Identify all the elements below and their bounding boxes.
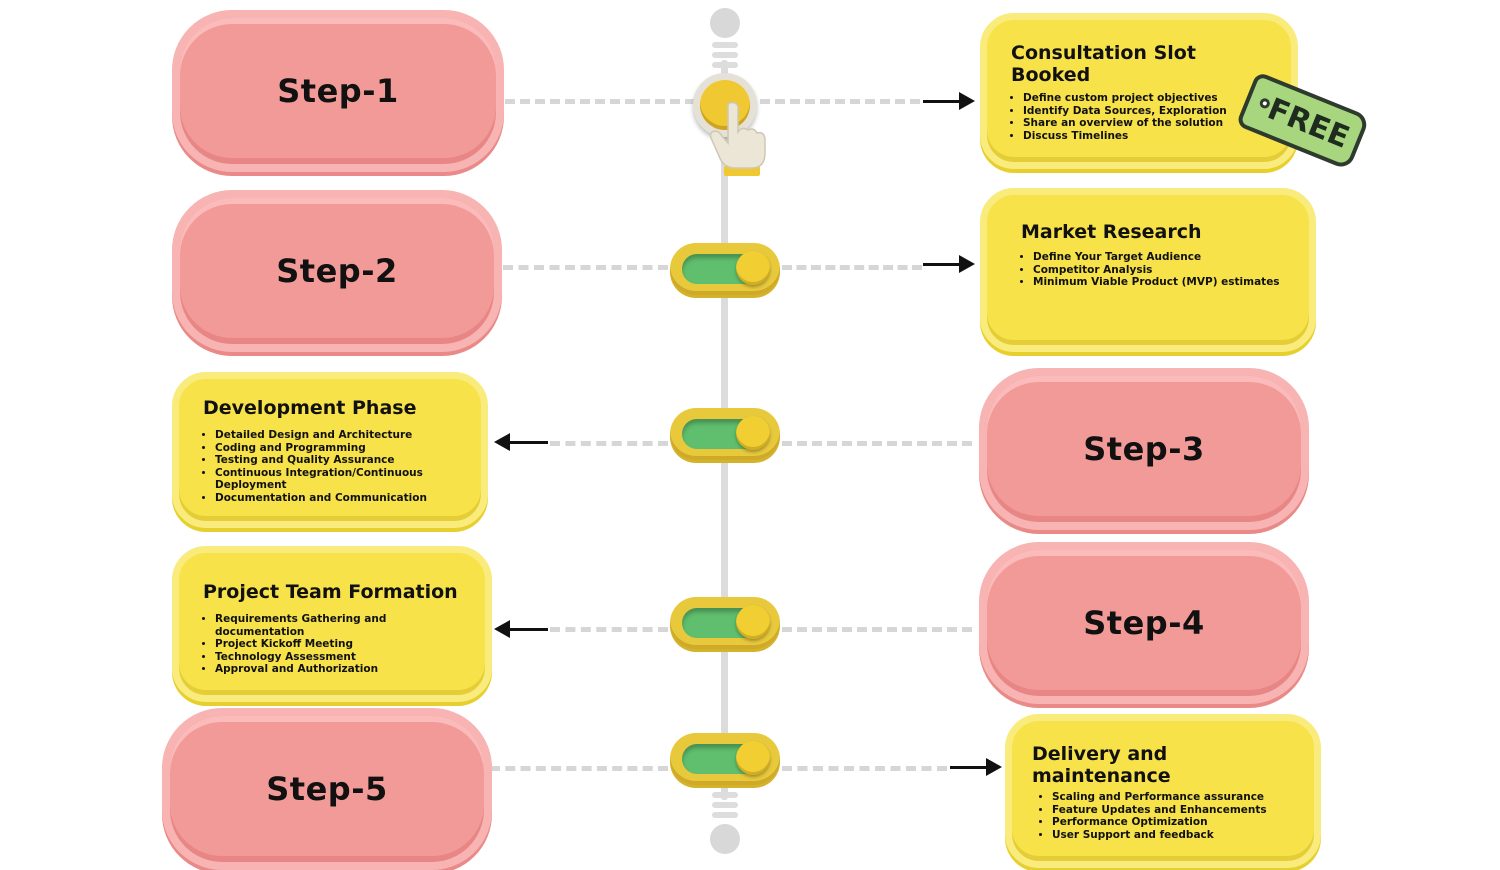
- step-3-label: Step-3: [1083, 430, 1205, 468]
- consultation-card: Consultation Slot Booked Define custom p…: [980, 13, 1298, 169]
- list-item: Approval and Authorization: [215, 663, 461, 676]
- timeline-segment: [712, 52, 738, 58]
- arrow-icon: [494, 620, 548, 638]
- list-item: Discuss Timelines: [1023, 130, 1267, 143]
- toggle-switch-icon[interactable]: [670, 597, 780, 649]
- card-title: Project Team Formation: [203, 581, 458, 603]
- connector-1-right: [760, 99, 920, 104]
- list-item: Competitor Analysis: [1033, 264, 1285, 277]
- connector-5-left: [490, 766, 668, 771]
- list-item: Coding and Programming: [215, 442, 457, 455]
- list-item: Requirements Gathering and documentation: [215, 613, 461, 638]
- card-list: Define custom project objectives Identif…: [1011, 92, 1267, 142]
- step-5-pill: Step-5: [162, 708, 492, 870]
- connector-2-right: [782, 265, 922, 270]
- step-5-label: Step-5: [266, 770, 388, 808]
- list-item: Project Kickoff Meeting: [215, 638, 461, 651]
- card-list: Detailed Design and Architecture Coding …: [203, 429, 457, 504]
- toggle-switch-icon[interactable]: [670, 243, 780, 295]
- step-1-label: Step-1: [277, 72, 399, 110]
- development-phase-card: Development Phase Detailed Design and Ar…: [172, 372, 488, 528]
- card-title: Market Research: [1021, 221, 1202, 243]
- list-item: Technology Assessment: [215, 651, 461, 664]
- timeline-top-cap: [710, 8, 740, 38]
- list-item: Feature Updates and Enhancements: [1052, 804, 1290, 817]
- step-4-pill: Step-4: [979, 542, 1309, 704]
- arrow-icon: [923, 255, 975, 273]
- connector-5-right: [782, 766, 947, 771]
- timeline-segment: [712, 42, 738, 48]
- delivery-card: Delivery and maintenance Scaling and Per…: [1005, 714, 1321, 868]
- card-title: Development Phase: [203, 397, 417, 419]
- timeline-segment: [712, 792, 738, 798]
- timeline-segment: [712, 802, 738, 808]
- list-item: Define custom project objectives: [1023, 92, 1267, 105]
- step-1-pill: Step-1: [172, 10, 504, 172]
- connector-2-left: [503, 265, 668, 270]
- list-item: Identify Data Sources, Exploration: [1023, 105, 1267, 118]
- timeline-segment: [712, 812, 738, 818]
- timeline-bottom-cap: [710, 824, 740, 854]
- connector-1-left: [505, 99, 695, 104]
- step-3-pill: Step-3: [979, 368, 1309, 530]
- market-research-card: Market Research Define Your Target Audie…: [980, 188, 1316, 352]
- list-item: User Support and feedback: [1052, 829, 1290, 842]
- list-item: Detailed Design and Architecture: [215, 429, 457, 442]
- list-item: Define Your Target Audience: [1033, 251, 1285, 264]
- list-item: Continuous Integration/Continuous Deploy…: [215, 467, 457, 492]
- step-2-pill: Step-2: [172, 190, 502, 352]
- card-list: Define Your Target Audience Competitor A…: [1021, 251, 1285, 289]
- list-item: Scaling and Performance assurance: [1052, 791, 1290, 804]
- list-item: Testing and Quality Assurance: [215, 454, 457, 467]
- card-list: Scaling and Performance assurance Featur…: [1032, 791, 1290, 841]
- connector-3-left: [550, 441, 668, 446]
- project-team-card: Project Team Formation Requirements Gath…: [172, 546, 492, 702]
- connector-3-right: [782, 441, 972, 446]
- connector-4-left: [550, 627, 668, 632]
- card-title: Consultation Slot Booked: [1011, 42, 1196, 86]
- timeline-segment: [712, 62, 738, 68]
- step-1-button[interactable]: [693, 73, 757, 137]
- card-list: Requirements Gathering and documentation…: [203, 613, 461, 676]
- toggle-switch-icon[interactable]: [670, 408, 780, 460]
- list-item: Performance Optimization: [1052, 816, 1290, 829]
- arrow-icon: [950, 758, 1002, 776]
- step-2-label: Step-2: [276, 252, 398, 290]
- step-4-label: Step-4: [1083, 604, 1205, 642]
- list-item: Documentation and Communication: [215, 492, 457, 505]
- pointing-hand-icon: [709, 101, 766, 176]
- toggle-switch-icon[interactable]: [670, 733, 780, 785]
- connector-4-right: [782, 627, 972, 632]
- arrow-icon: [923, 92, 975, 110]
- list-item: Minimum Viable Product (MVP) estimates: [1033, 276, 1285, 289]
- card-title: Delivery and maintenance: [1032, 743, 1171, 787]
- list-item: Share an overview of the solution: [1023, 117, 1267, 130]
- arrow-icon: [494, 433, 548, 451]
